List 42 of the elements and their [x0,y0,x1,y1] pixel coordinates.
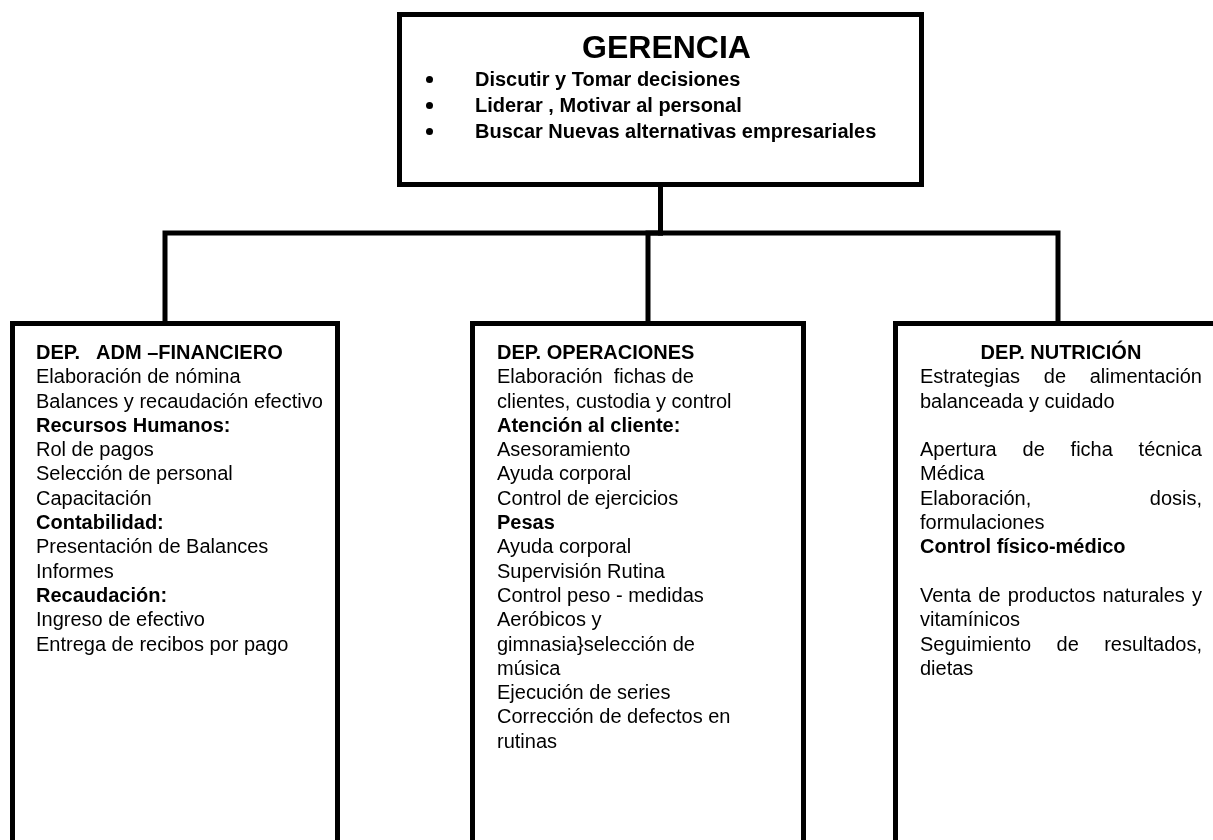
task-text: Pesas [497,510,556,535]
task-text: Supervisión Rutina [497,558,666,583]
task-text: Balances y recaudación efectivo [36,388,324,413]
task-text: Rol de pagos [36,437,155,462]
task-text: Apertura de ficha técnica Médica [920,437,1202,486]
task-text: Aeróbicos y gimnasia}selección de música [497,607,696,681]
task-text: Seguimiento de resultados, dietas [920,631,1202,681]
box-heading: DEP. NUTRICIÓN [979,340,1143,365]
task-text: Control peso - medidas [497,582,705,608]
task-text: Ingreso de efectivo [36,607,206,632]
task-text: Atención al cliente: [497,412,682,438]
manager-box [397,12,924,187]
task-text: Elaboración, dosis, formulaciones [920,485,1202,535]
task-text: Selección de personal [36,461,234,486]
department-box [10,321,340,840]
box-heading: DEP. ADM –FINANCIERO [36,340,284,365]
task-text: Capacitación [36,485,153,511]
bullet-text: Liderar , Motivar al personal [475,93,743,118]
department-box [470,321,806,840]
box-heading: DEP. OPERACIONES [497,340,696,365]
task-text: Ayuda corporal [497,534,633,559]
box-heading: GERENCIA [581,29,752,65]
task-text: Entrega de recibos por pago [36,631,290,656]
task-text: Recursos Humanos: [36,412,232,438]
task-text: Contabilidad: [36,510,165,535]
task-text: Corrección de defectos en rutinas [497,704,732,754]
task-text: Recaudación: [36,582,169,608]
task-text: Elaboración fichas de clientes, custodia y control [497,364,733,413]
task-text: Estrategias de alimentación balanceada y cuidado [920,364,1202,413]
department-box [893,321,1213,840]
task-text: Asesoramiento [497,437,632,462]
task-text: Ejecución de series [497,680,672,705]
task-text: Informes [36,558,115,583]
task-text: Elaboración de nómina [36,364,242,389]
task-text: Control físico-médico [920,534,1127,559]
task-text: Control de ejercicios [497,485,680,511]
connector-line [658,187,1061,321]
task-text: Venta de productos naturales y vitamínicos [920,582,1202,632]
task-text: Presentación de Balances [36,534,270,559]
bullet-text: Discutir y Tomar decisiones [475,67,742,92]
task-text: Ayuda corporal [497,461,633,486]
bullet-text: Buscar Nuevas alternativas empresariales [475,119,878,144]
